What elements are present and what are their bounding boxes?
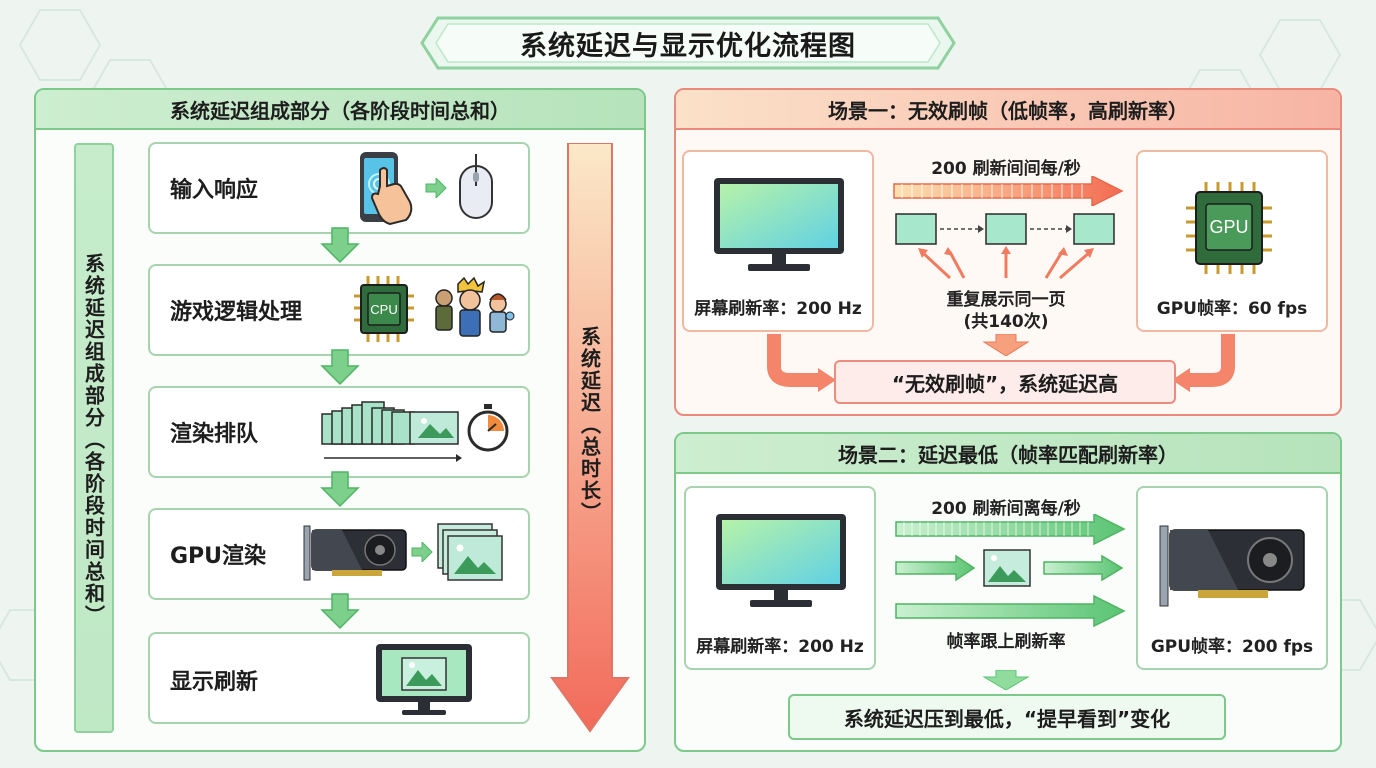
arrow-right-icon [411, 542, 433, 562]
side-label: 系统延迟组成部分（各阶段时间总和） [81, 253, 106, 627]
step-label: GPU渲染 [170, 544, 267, 569]
scene2-rate-label: 200 刷新间离每/秒 [931, 498, 1081, 519]
scene1-refresh-arrow [893, 176, 1124, 206]
scene2-monitor-label: 屏幕刷新率：200 Hz [696, 636, 864, 657]
phone-touch-icon [360, 152, 413, 226]
scene1-repeat-count: (共140次) [963, 311, 1049, 332]
game-characters-icon [435, 276, 515, 337]
scene1-gpu-label: GPU帧率：60 fps [1156, 298, 1308, 319]
gpu-chip-icon [1186, 182, 1272, 274]
latency-components-header: 系统延迟组成部分（各阶段时间总和） [36, 90, 644, 130]
scene1-monitor-label: 屏幕刷新率：200 Hz [694, 298, 862, 319]
svg-text:CPU: CPU [370, 302, 397, 317]
monitor-icon [716, 514, 846, 607]
cpu-icon: CPU [354, 276, 414, 342]
scene1-repeat-label: 重复展示同一页 [946, 289, 1066, 310]
arrow-right-icon [425, 178, 447, 198]
step-down-arrows [320, 227, 360, 630]
scene2-down-arrow [982, 670, 1030, 690]
total-latency-arrow [550, 143, 630, 733]
side-label-box [74, 143, 114, 733]
scene2-header: 场景二：延迟最低（帧率匹配刷新率） [676, 434, 1340, 474]
scene2-sync-arrows [895, 514, 1126, 628]
step-label: 输入响应 [170, 178, 259, 203]
scene1-rate-label: 200 刷新间间每/秒 [931, 158, 1081, 179]
graphics-card-icon [303, 525, 407, 581]
gpu-chip-text: GPU [1209, 216, 1249, 237]
scene1-result: “无效刷帧”，系统延迟高 [834, 360, 1176, 404]
scene1-down-arrow [982, 334, 1030, 356]
title-banner [420, 16, 956, 70]
mouse-icon [459, 153, 493, 219]
scene1-header: 场景一：无效刷帧（低帧率，高刷新率） [676, 90, 1340, 130]
frames-icon [437, 523, 503, 581]
step-label: 渲染排队 [170, 422, 259, 447]
total-latency-label: 系统延迟（总时长） [577, 326, 602, 524]
page-title: 系统延迟与显示优化流程图 [520, 30, 856, 62]
graphics-card-icon [1159, 525, 1305, 607]
scene2-match-label: 帧率跟上刷新率 [946, 631, 1066, 652]
monitor-picture-icon [376, 644, 472, 715]
scene1-converge-arrows [767, 334, 1235, 392]
repeated-frames-icon [895, 213, 1115, 280]
step-label: 显示刷新 [170, 670, 259, 695]
frame-queue-icon [321, 401, 462, 462]
step-label: 游戏逻辑处理 [170, 300, 303, 325]
stopwatch-icon [467, 404, 509, 452]
scene2-result: 系统延迟压到最低，“提早看到”变化 [788, 694, 1226, 740]
scene2-gpu-label: GPU帧率：200 fps [1150, 636, 1314, 657]
monitor-icon [714, 178, 844, 271]
